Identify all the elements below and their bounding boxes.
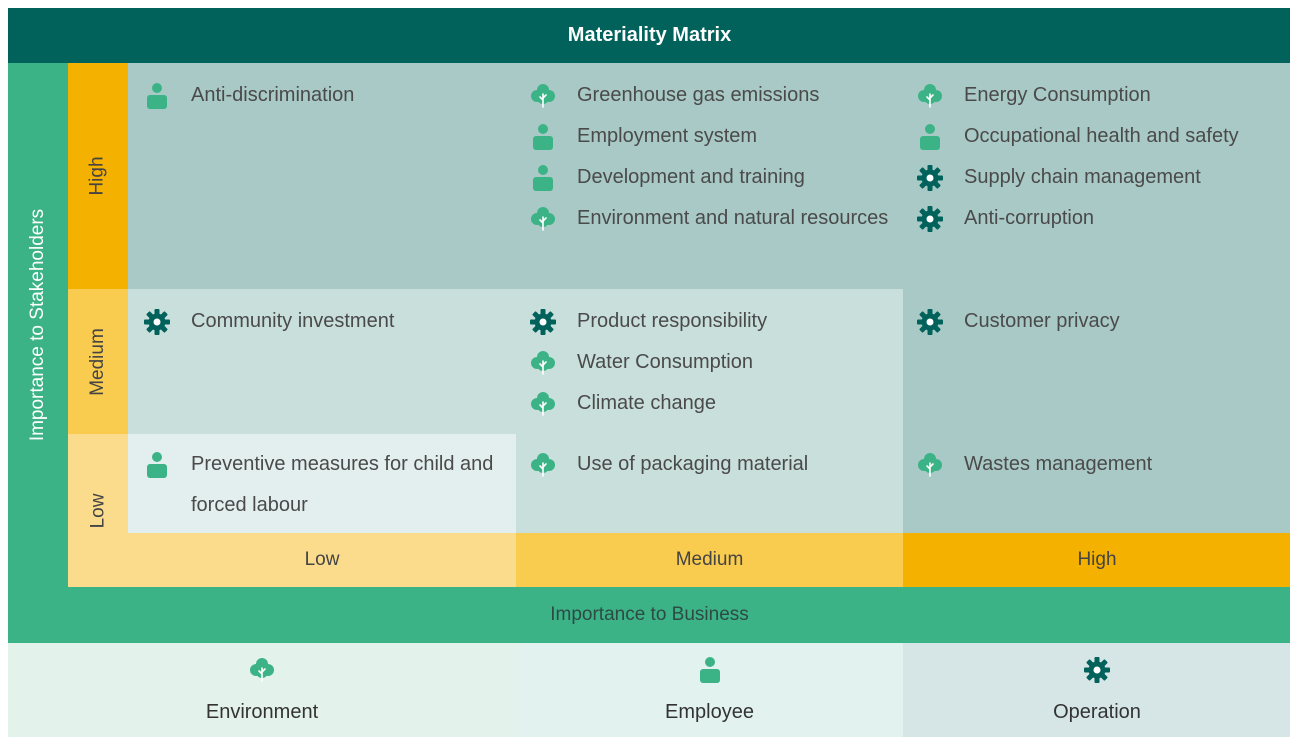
row-level-medium: Medium (68, 289, 128, 434)
environment-icon (917, 452, 943, 478)
employee-icon (144, 452, 170, 478)
cell-bg-low-low (128, 434, 516, 533)
matrix-item-label: Anti-corruption (964, 207, 1095, 229)
employee-icon (144, 83, 170, 109)
col-level-low: Low (128, 533, 516, 587)
legend-operation-label: Operation (1053, 701, 1141, 723)
legend-employee: Employee (516, 643, 903, 737)
matrix-item: Environment and natural resources (530, 206, 890, 239)
environment-icon (530, 452, 556, 478)
row-level-high-label: High (86, 156, 108, 196)
corner-filler (68, 533, 128, 587)
operation-icon (917, 206, 943, 232)
row-level-high: High (68, 63, 128, 289)
cell-bg-low-medium (516, 434, 903, 533)
operation-icon (917, 165, 943, 191)
legend-operation: Operation (903, 643, 1290, 737)
environment-icon (530, 391, 556, 417)
environment-icon (249, 657, 275, 683)
environment-icon (530, 350, 556, 376)
legend-environment: Environment (8, 643, 516, 737)
matrix-item: Product responsibility (530, 309, 890, 342)
cell-bg-low-high (903, 434, 1290, 533)
matrix-item: Supply chain management (917, 165, 1287, 198)
matrix-item-label: Supply chain management (964, 166, 1201, 188)
matrix-item: Energy Consumption (917, 83, 1287, 116)
employee-icon (530, 124, 556, 150)
legend-employee-label: Employee (665, 701, 754, 723)
operation-icon (144, 309, 170, 335)
matrix-item: Water Consumption (530, 350, 890, 383)
matrix-item-label: Water Consumption (577, 351, 753, 373)
y-axis-bar (8, 63, 68, 587)
matrix-item-label: Product responsibility (577, 310, 768, 332)
matrix-item-label: Environment and natural resources (577, 207, 889, 229)
matrix-item-label: Climate change (577, 392, 716, 414)
row-level-low-label: Low (86, 493, 108, 528)
matrix-item: Greenhouse gas emissions (530, 83, 890, 116)
cell-bg-medium-high (903, 289, 1290, 434)
matrix-item-label: Preventive measures for child and forced… (191, 453, 494, 516)
cell-bg-medium-low-medium (128, 289, 903, 434)
matrix-item-label: Use of packaging material (577, 453, 809, 475)
matrix-item-label: Development and training (577, 166, 805, 188)
matrix-item-label: Customer privacy (964, 310, 1120, 332)
environment-icon (530, 83, 556, 109)
matrix-title: Materiality Matrix (8, 8, 1290, 63)
matrix-item: Customer privacy (917, 309, 1287, 342)
employee-icon (697, 657, 723, 683)
environment-icon (530, 206, 556, 232)
col-level-high: High (903, 533, 1290, 587)
cell-bg-high-row (128, 63, 1290, 289)
matrix-item: Development and training (530, 165, 890, 198)
operation-icon (917, 309, 943, 335)
legend-environment-label: Environment (205, 701, 319, 723)
matrix-item-label: Occupational health and safety (964, 125, 1239, 147)
employee-icon (917, 124, 943, 150)
operation-icon (1084, 657, 1110, 683)
matrix-item: Employment system (530, 124, 890, 157)
matrix-item-label: Employment system (577, 125, 758, 147)
col-level-medium: Medium (516, 533, 903, 587)
matrix-item: Occupational health and safety (917, 124, 1287, 157)
matrix-item-label: Energy Consumption (964, 84, 1151, 106)
row-level-medium-label: Medium (87, 327, 109, 396)
matrix-item: Climate change (530, 391, 890, 424)
environment-icon (917, 83, 943, 109)
operation-icon (530, 309, 556, 335)
matrix-item-label: Greenhouse gas emissions (577, 84, 820, 106)
y-axis-label-wrap: Importance to Stakeholders (8, 63, 68, 587)
matrix-item-label: Community investment (191, 310, 395, 332)
matrix-item: Wastes management (917, 452, 1287, 485)
x-axis-label: Importance to Business (8, 587, 1290, 643)
matrix-item: Anti-discrimination (144, 83, 504, 116)
matrix-item-label: Wastes management (964, 453, 1153, 475)
matrix-item: Use of packaging material (530, 452, 890, 485)
matrix-item: Preventive measures for child and forced… (144, 452, 504, 526)
y-axis-label: Importance to Stakeholders (27, 208, 49, 442)
matrix-item: Anti-corruption (917, 206, 1287, 239)
employee-icon (530, 165, 556, 191)
matrix-item: Community investment (144, 309, 504, 342)
matrix-item-label: Anti-discrimination (191, 84, 355, 106)
